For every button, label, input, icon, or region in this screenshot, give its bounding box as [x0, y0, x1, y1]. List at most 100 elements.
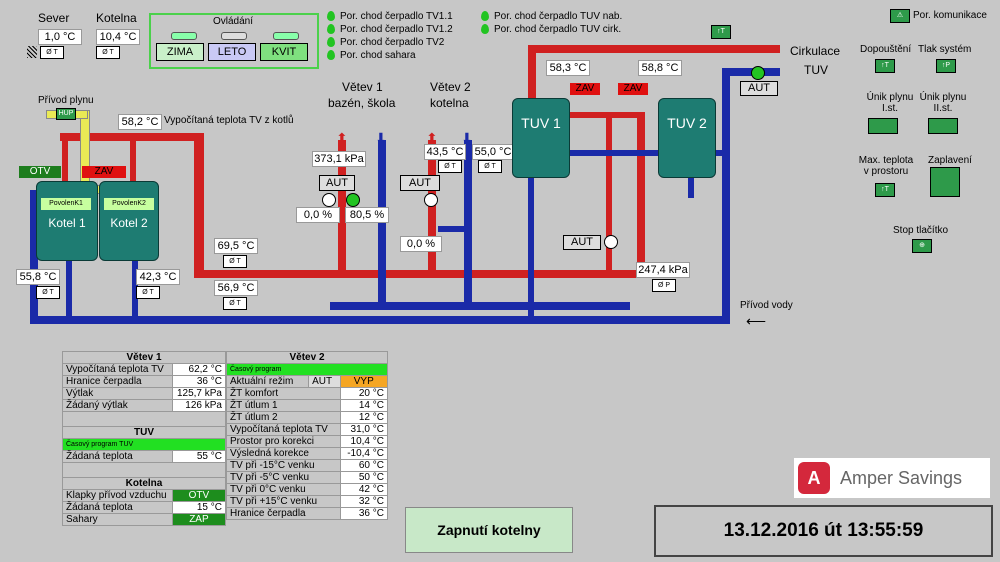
row-label: Hranice čerpadla	[62, 375, 173, 388]
pipe-cold	[560, 150, 730, 156]
arrow-down-icon: ⬇	[461, 130, 473, 146]
cirk-sensor-icon[interactable]: ↑T	[711, 25, 731, 39]
vetev1-title: Větev 1	[342, 80, 383, 94]
zaplaveni-indicator-icon[interactable]	[930, 167, 960, 197]
tlak-indicator-icon[interactable]: ↑P	[936, 59, 956, 73]
v1-aut-button[interactable]: AUT	[319, 175, 355, 191]
t-ret1-value: 69,5 °C	[214, 238, 258, 254]
t-ret1-sensor[interactable]: Ø T	[223, 255, 247, 268]
row-label: TV při +15°C venku	[226, 495, 341, 508]
tuv1-tank[interactable]: TUV 1	[512, 98, 570, 178]
row-value[interactable]: 36 °C	[339, 507, 389, 520]
pipe-hot	[194, 133, 204, 278]
vetev2-table-title: Větev 2	[226, 351, 388, 364]
cirk-pump-icon[interactable]	[751, 66, 765, 80]
kotel1[interactable]: PovolenK1 Kotel 1	[36, 181, 98, 261]
row-value[interactable]: 126 kPa	[171, 399, 227, 412]
pump-icon[interactable]	[346, 193, 360, 207]
pump-icon[interactable]	[424, 193, 438, 207]
pressure2-sensor[interactable]: Ø P	[652, 279, 676, 292]
status-dot-icon	[327, 24, 335, 34]
zima-button[interactable]: ZIMA	[156, 43, 204, 61]
row-value: 31,0 °C	[339, 423, 389, 436]
kotelna-sensor[interactable]: Ø T	[96, 46, 120, 59]
pipe-hot	[60, 133, 204, 141]
row-value[interactable]: 15 °C	[171, 501, 227, 514]
t-mid-sensor[interactable]: Ø T	[136, 286, 160, 299]
vetev2-sub: kotelna	[430, 96, 469, 110]
brand-logo: A Amper Savings	[794, 458, 990, 498]
row-value[interactable]: 42 °C	[339, 483, 389, 496]
t-ret2-sensor[interactable]: Ø T	[223, 297, 247, 310]
mode-label: Aktuální režim	[225, 375, 310, 388]
calc-temp-value: 58,2 °C	[118, 114, 162, 130]
sever-sensor[interactable]: Ø T	[40, 46, 64, 59]
pipe-hot	[560, 112, 640, 118]
row-label: TV při -15°C venku	[226, 459, 341, 472]
row-value: -10,4 °C	[339, 447, 389, 460]
arrow-down-icon: ⬇	[375, 130, 387, 146]
row-value[interactable]: 50 °C	[339, 471, 389, 484]
kotel2[interactable]: PovolenK2 Kotel 2	[99, 181, 159, 261]
ovladani-title: Ovládání	[213, 16, 254, 27]
unik2-indicator-icon[interactable]	[928, 118, 958, 134]
calc-temp-label: Vypočítaná teplota TV z kotlů	[164, 115, 294, 126]
v2-t1-sensor[interactable]: Ø T	[438, 160, 462, 173]
row-value: 36 °C	[171, 375, 227, 388]
kotel2-label: Kotel 2	[110, 216, 148, 230]
tuv-nab-aut-button[interactable]: AUT	[563, 235, 601, 250]
unik1-indicator-icon[interactable]	[868, 118, 898, 134]
povolen2-label: PovolenK2	[104, 198, 154, 210]
status-dot-icon	[327, 37, 335, 47]
row-label: Hranice čerpadla	[226, 507, 341, 520]
status-dot-icon	[481, 11, 489, 21]
status-tv11: Por. chod čerpadlo TV1.1	[340, 11, 453, 22]
status-tuv-nab: Por. chod čerpadlo TUV nab.	[494, 11, 623, 22]
row-value[interactable]: 55 °C	[171, 450, 227, 463]
pressure2-value: 247,4 kPa	[636, 262, 690, 278]
row-value[interactable]: 14 °C	[339, 399, 389, 412]
zapnuti-kotelny-button[interactable]: Zapnutí kotelny	[405, 507, 573, 553]
row-value[interactable]: 32 °C	[339, 495, 389, 508]
pipe-cold	[438, 226, 468, 232]
v2-aut-button[interactable]: AUT	[400, 175, 440, 191]
pipe-cold	[30, 190, 38, 324]
valve-icon[interactable]	[322, 193, 336, 207]
vetev1-sub: bazén, škola	[328, 96, 396, 110]
row-label: Výtlak	[62, 387, 173, 400]
row-value[interactable]: 60 °C	[339, 459, 389, 472]
row-value[interactable]: 12 °C	[339, 411, 389, 424]
cirk-aut-button[interactable]: AUT	[740, 81, 778, 96]
t-left-sensor[interactable]: Ø T	[36, 286, 60, 299]
tuv-nab-pump-icon[interactable]	[604, 235, 618, 249]
hup-valve[interactable]: HUP	[56, 108, 76, 120]
otv-status: OTV	[19, 166, 61, 178]
v1-pump-value: 80,5 %	[345, 207, 389, 223]
stop-indicator-icon[interactable]: ⊕	[912, 239, 932, 253]
vetev2-program[interactable]: Časový program	[226, 363, 388, 376]
amper-logo-icon: A	[798, 462, 830, 494]
mode-value[interactable]: VYP	[339, 375, 389, 388]
comm-indicator-icon[interactable]: ⚠	[890, 9, 910, 23]
tuv2-label: TUV 2	[667, 115, 707, 131]
max-teplota-indicator-icon[interactable]: ↑T	[875, 183, 895, 197]
kotel1-label: Kotel 1	[48, 216, 86, 230]
tuv-program[interactable]: Časový program TUV	[62, 438, 226, 451]
dopousteni-indicator-icon[interactable]: ↑T	[875, 59, 895, 73]
pipe-cold	[722, 68, 730, 324]
row-value[interactable]: 20 °C	[339, 387, 389, 400]
ovladani-panel: Ovládání ZIMA LETO KVIT	[149, 13, 319, 69]
t-mid-value: 42,3 °C	[136, 269, 180, 285]
zav-status: ZAV	[82, 166, 126, 178]
wall-hatch-icon	[27, 46, 37, 58]
unik2-label: Únik plynu II.st.	[919, 92, 967, 114]
kvit-button[interactable]: KVIT	[260, 43, 308, 61]
row-label: Vypočítaná teplota TV	[226, 423, 341, 436]
mode-aut-button[interactable]: AUT	[308, 375, 341, 388]
pipe-hot	[62, 141, 68, 181]
leto-button[interactable]: LETO	[208, 43, 256, 61]
v2-t2-sensor[interactable]: Ø T	[478, 160, 502, 173]
row-value: ZAP	[171, 513, 227, 526]
tuv2-tank[interactable]: TUV 2	[658, 98, 716, 178]
